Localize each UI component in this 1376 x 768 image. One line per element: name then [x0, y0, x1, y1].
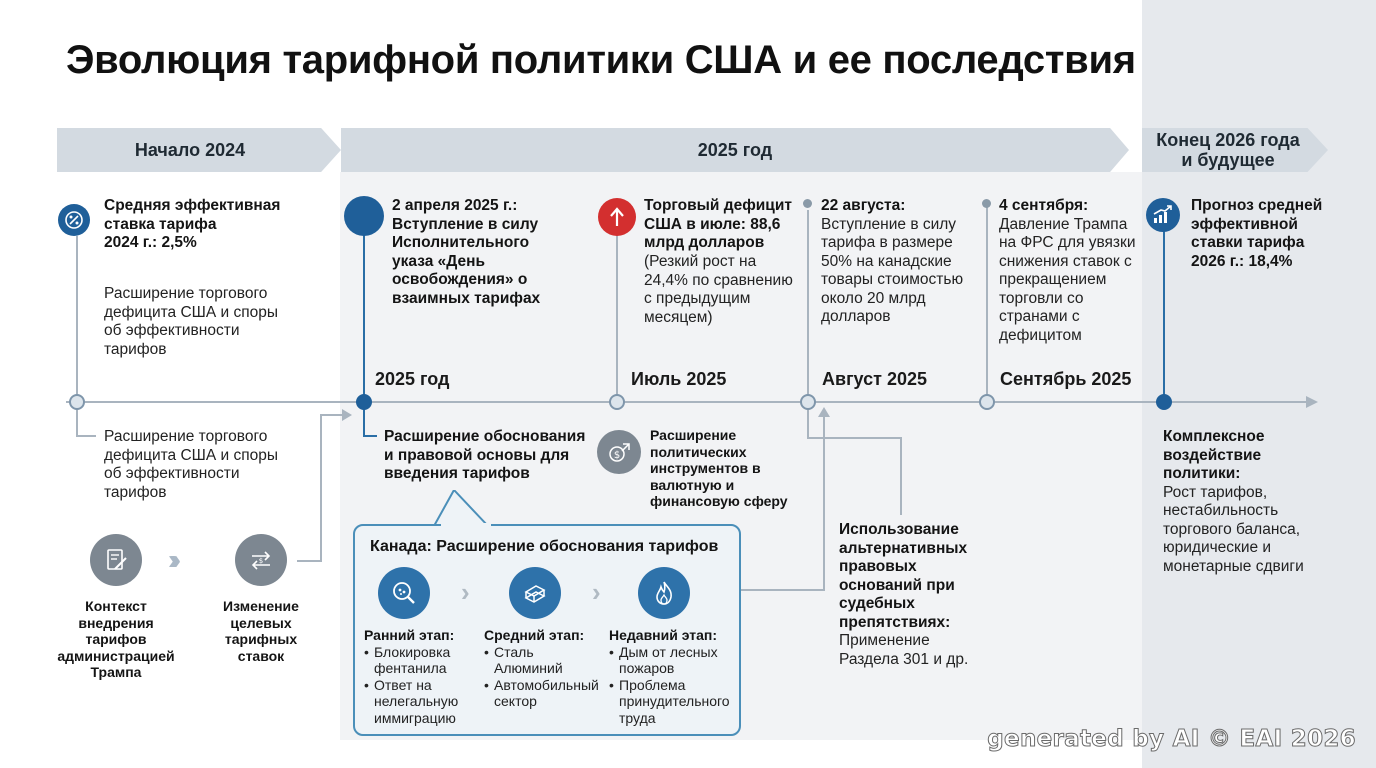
arrow-up-icon — [818, 407, 830, 417]
watermark: generated by AI © EAI 2026 — [987, 726, 1356, 753]
growth-chart-icon — [1146, 198, 1180, 232]
connector-aug-legal — [900, 437, 902, 515]
document-edit-icon — [90, 534, 142, 586]
period-label-2025: 2025 год — [375, 369, 450, 389]
connector-aug-h — [807, 437, 901, 439]
timeline-node-july — [609, 394, 625, 410]
timeline-node-2026 — [1156, 394, 1172, 410]
callout-tail — [433, 490, 489, 527]
milestone-small-dot — [803, 199, 812, 208]
canada-middle-stage: Средний этап: Сталь АлюминийАвтомобильны… — [484, 627, 608, 710]
double-chevron-icon: ›› ›› — [168, 544, 181, 575]
connector-aug-down — [807, 402, 809, 438]
callout-tail-mask — [441, 523, 491, 526]
period-label-september: Сентябрь 2025 — [1000, 369, 1132, 389]
connector-change-v — [320, 414, 322, 562]
timeline-node-2024 — [69, 394, 85, 410]
period-label-august: Август 2025 — [822, 369, 927, 389]
virus-search-icon — [378, 567, 430, 619]
percent-icon — [58, 204, 90, 236]
timeline-node-september — [979, 394, 995, 410]
connector-col1-top — [76, 236, 78, 402]
connector-col1-bottom-h — [76, 435, 96, 437]
band-start-2024: Начало 2024 — [57, 128, 341, 172]
fire-icon — [638, 567, 690, 619]
steel-bars-icon — [509, 567, 561, 619]
page-title: Эволюция тарифной политики США и ее посл… — [66, 38, 1136, 82]
timeline-node-august — [800, 394, 816, 410]
chevron-right-icon: › — [592, 577, 601, 607]
connector-change-top — [320, 414, 346, 416]
currency-tools-icon: $ — [597, 430, 641, 474]
connector-callout-h — [741, 589, 825, 591]
chevron-right-icon: › — [461, 577, 470, 607]
period-label-july: Июль 2025 — [631, 369, 727, 389]
canada-early-stage: Ранний этап: Блокировка фентанилаОтвет н… — [364, 627, 480, 726]
svg-text:$: $ — [614, 450, 620, 461]
connector-callout-up — [823, 414, 825, 590]
milestone-dot-icon — [344, 196, 384, 236]
connector-col1-bottom — [76, 402, 78, 436]
timeline-axis — [66, 401, 1312, 403]
connector-col2-bottom — [363, 402, 365, 436]
connector-col5-top — [986, 205, 988, 402]
connector-change-h — [297, 560, 321, 562]
canada-recent-stage: Недавний этап: Дым от лесных пожаровПроб… — [609, 627, 737, 726]
canada-title: Канада: Расширение обоснования тарифов — [370, 538, 719, 555]
connector-col3-top — [616, 230, 618, 402]
rate-swap-icon: $ — [235, 534, 287, 586]
connector-col2-bottom-h — [363, 435, 377, 437]
timeline-arrowhead — [1306, 396, 1318, 408]
band-2025: 2025 год — [341, 128, 1129, 172]
connector-col2-top — [363, 228, 365, 402]
connector-col6-top — [1163, 230, 1165, 402]
milestone-small-dot — [982, 199, 991, 208]
arrow-right-icon — [342, 409, 352, 421]
connector-col4-top — [807, 210, 809, 402]
arrow-up-red-icon — [598, 198, 636, 236]
timeline-node-2025 — [356, 394, 372, 410]
future-background — [1142, 0, 1376, 768]
svg-text:$: $ — [259, 557, 263, 565]
